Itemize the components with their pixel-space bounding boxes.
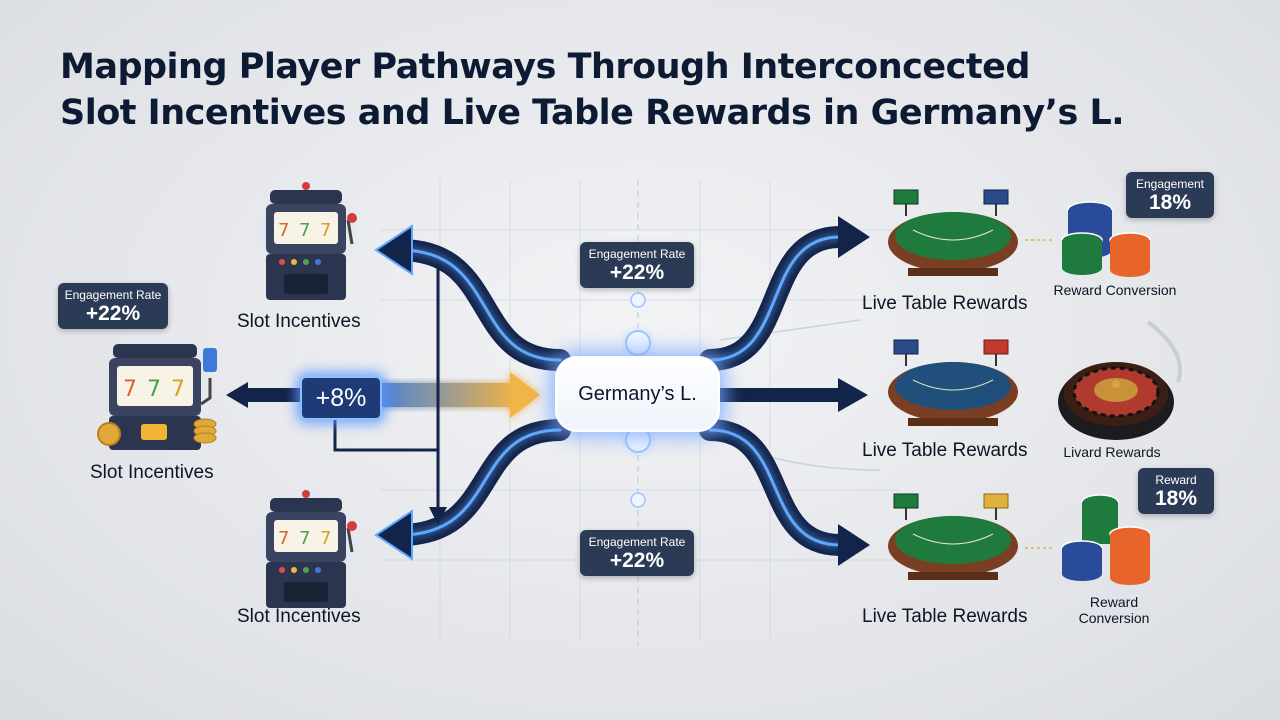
badge-caption: Engagement Rate: [588, 535, 686, 549]
poker-chips-icon: [1061, 201, 1151, 277]
badge-value: 18%: [1148, 191, 1192, 214]
badge-value: 18%: [1154, 487, 1198, 510]
badge-value: +22%: [609, 549, 665, 572]
title-line-2: Slot Incentives and Live Table Rewards i…: [60, 93, 1125, 133]
page-title: Mapping Player Pathways Through Intercon…: [60, 44, 1220, 136]
slot-machine-icon: 7 7 7: [252, 180, 362, 300]
svg-text:7: 7: [320, 528, 331, 549]
engagement-badge-right: Engagement 18%: [1126, 172, 1214, 218]
badge-caption: Engagement Rate: [588, 247, 686, 261]
central-flow: [226, 265, 651, 525]
reward-conversion-label-top: Reward Conversion: [1053, 282, 1177, 298]
badge-caption: Engagement Rate: [64, 288, 162, 302]
svg-text:7: 7: [299, 220, 310, 241]
badge-value: +22%: [85, 302, 141, 325]
roulette-wheel-icon: [1058, 320, 1182, 440]
poker-chips-icon: [1061, 494, 1151, 585]
center-node-label: Germany’s L.: [578, 382, 697, 405]
svg-text:7: 7: [123, 377, 137, 402]
svg-text:7: 7: [147, 377, 161, 402]
svg-text:7: 7: [320, 220, 331, 241]
badge-caption: Reward: [1155, 473, 1197, 487]
reward-badge-right: Reward 18%: [1138, 468, 1214, 514]
central-flow-percent: +8%: [300, 376, 382, 420]
slot-incentives-label-mid: Slot Incentives: [90, 462, 214, 483]
svg-text:7: 7: [299, 528, 310, 549]
blackjack-table-icon: [888, 189, 1018, 276]
sublabel-line-2: Conversion: [1078, 610, 1150, 626]
center-node: Germany’s L.: [555, 356, 720, 432]
blackjack-table-icon: [888, 339, 1018, 426]
livard-rewards-label: Livard Rewards: [1063, 444, 1161, 460]
reward-conversion-label-bottom: Reward Conversion: [1064, 594, 1164, 626]
svg-text:7: 7: [171, 377, 185, 402]
slot-machine-icon: 7 7 7: [252, 488, 362, 608]
badge-value: +22%: [609, 261, 665, 284]
sublabel-line-1: Reward: [1089, 594, 1139, 610]
svg-text:7: 7: [278, 220, 289, 241]
blackjack-table-icon: [888, 493, 1018, 580]
slot-incentives-label-bottom: Slot Incentives: [237, 606, 361, 627]
slot-incentives-label-top: Slot Incentives: [237, 311, 361, 332]
slot-machine-icon: 7 7 7: [97, 344, 217, 450]
live-table-rewards-label-top: Live Table Rewards: [862, 293, 1028, 314]
right-pathways: [699, 216, 870, 566]
engagement-badge-mid-top: Engagement Rate +22%: [580, 242, 694, 288]
live-table-rewards-label-mid: Live Table Rewards: [862, 440, 1028, 461]
engagement-badge-left: Engagement Rate +22%: [58, 283, 168, 329]
live-table-rewards-label-bottom: Live Table Rewards: [862, 606, 1028, 627]
title-line-1: Mapping Player Pathways Through Intercon…: [60, 47, 1030, 87]
engagement-badge-mid-bottom: Engagement Rate +22%: [580, 530, 694, 576]
badge-caption: Engagement: [1135, 177, 1205, 191]
svg-text:7: 7: [278, 528, 289, 549]
left-pathways: [374, 224, 571, 561]
